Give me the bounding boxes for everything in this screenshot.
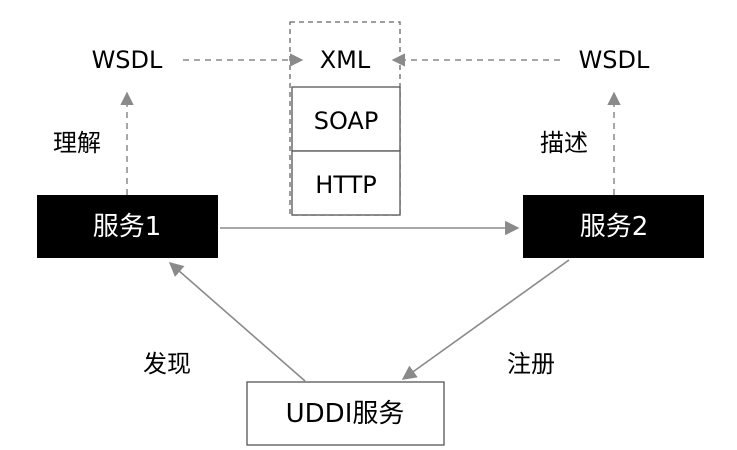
service1-label: 服务1: [93, 212, 162, 242]
label-understand: 理解: [53, 129, 101, 157]
stack-layer-xml: XML: [320, 46, 371, 74]
service1-node: [37, 195, 218, 258]
label-register: 注册: [507, 350, 555, 378]
stack-layer-soap: SOAP: [314, 107, 379, 135]
protocol-stack-container: [289, 21, 401, 216]
uddi-node: [246, 381, 445, 446]
arrow-uddi-to-service1: [168, 262, 306, 382]
stack-layer-http-box: [291, 150, 401, 216]
service2-node: [523, 195, 704, 258]
stack-layer-http: HTTP: [315, 171, 376, 199]
wsdl-left-label: WSDL: [92, 46, 163, 74]
arrow-service2-to-uddi: [401, 259, 570, 380]
label-discover: 发现: [143, 350, 191, 378]
service2-label: 服务2: [580, 212, 649, 242]
uddi-label: UDDI服务: [286, 399, 405, 429]
wsdl-right-label: WSDL: [579, 46, 650, 74]
label-describe: 描述: [540, 129, 588, 157]
